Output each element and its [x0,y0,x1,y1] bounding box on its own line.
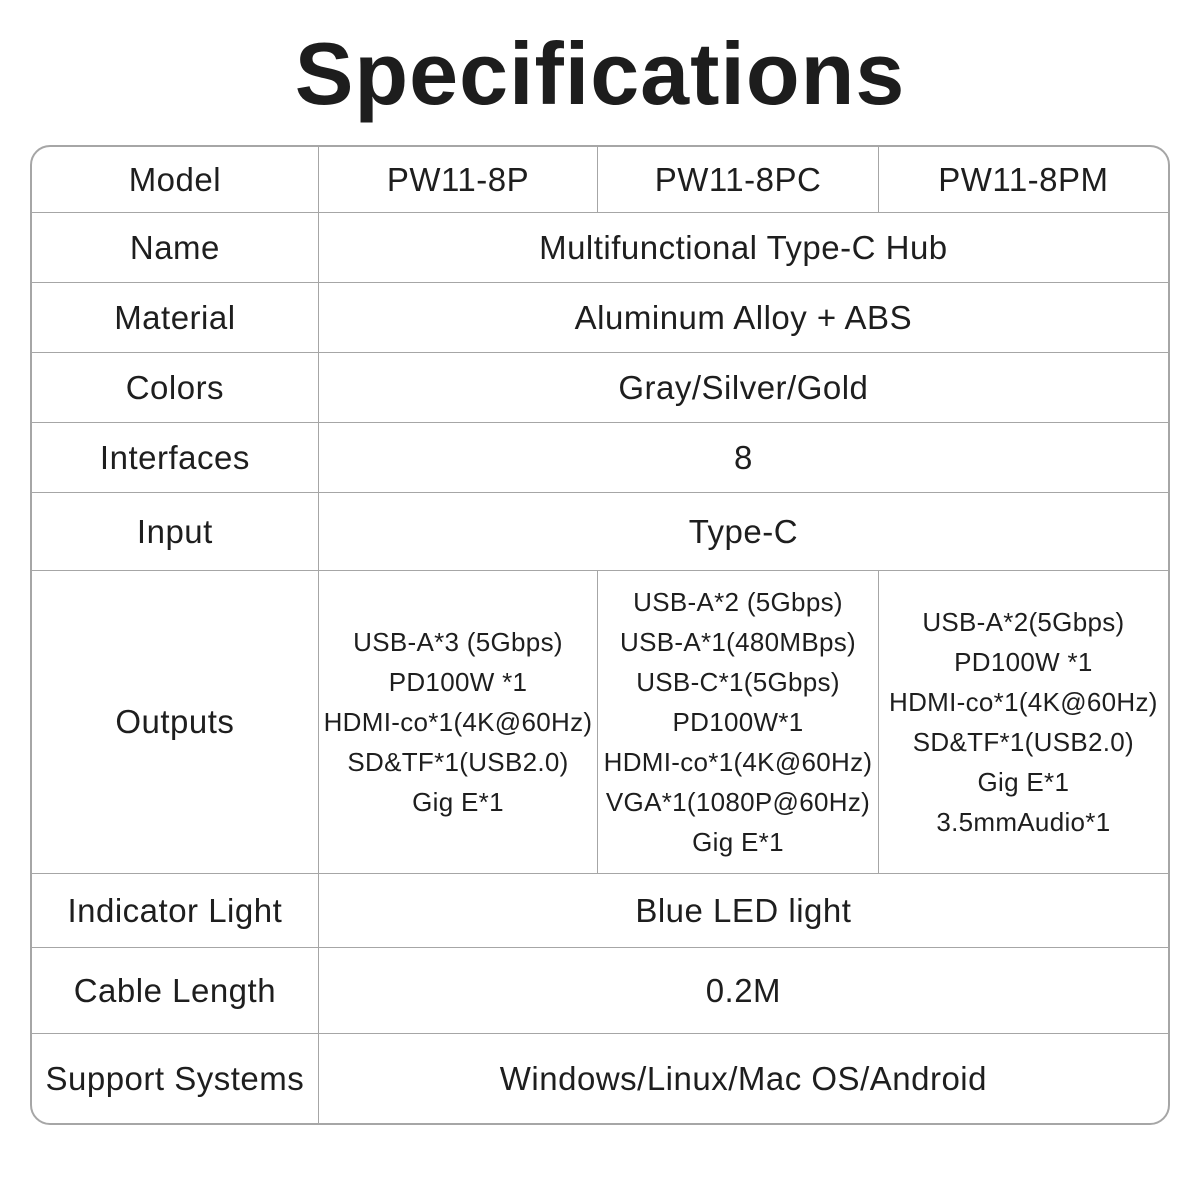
output-line: Gig E*1 [977,767,1070,798]
spec-table-frame: Model PW11-8P PW11-8PC PW11-8PM Name Mul… [30,144,1170,1125]
output-line: USB-A*2 (5Gbps) [633,587,843,618]
support-systems-value: Windows/Linux/Mac OS/Android [317,1033,1168,1123]
row-label-support-systems: Support Systems [32,1033,319,1123]
output-line: PD100W *1 [388,667,528,698]
cable-length-value: 0.2M [317,947,1168,1035]
table-row-model: Model PW11-8P PW11-8PC PW11-8PM [32,146,1168,214]
outputs-col-1: USB-A*3 (5Gbps) PD100W *1 HDMI-co*1(4K@6… [317,570,599,875]
input-value: Type-C [317,492,1168,572]
output-line: USB-A*1(480MBps) [620,627,856,658]
page-title: Specifications [294,24,906,123]
output-line: USB-A*2(5Gbps) [922,607,1125,638]
table-row-outputs: Outputs USB-A*3 (5Gbps) PD100W *1 HDMI-c… [32,570,1168,875]
spec-table: Model PW11-8P PW11-8PC PW11-8PM Name Mul… [32,146,1168,1123]
model-value-3: PW11-8PM [877,146,1168,214]
material-value: Aluminum Alloy + ABS [317,282,1168,354]
output-line: SD&TF*1(USB2.0) [912,727,1135,758]
row-label-model: Model [32,146,319,214]
output-line: USB-A*3 (5Gbps) [353,627,563,658]
table-row-interfaces: Interfaces 8 [32,422,1168,494]
table-row-indicator-light: Indicator Light Blue LED light [32,873,1168,949]
output-line: HDMI-co*1(4K@60Hz) [889,687,1158,718]
table-row-support-systems: Support Systems Windows/Linux/Mac OS/And… [32,1033,1168,1123]
row-label-input: Input [32,492,319,572]
row-label-colors: Colors [32,352,319,424]
colors-value: Gray/Silver/Gold [317,352,1168,424]
output-line: 3.5mmAudio*1 [936,807,1111,838]
output-line: Gig E*1 [692,827,784,858]
row-label-cable-length: Cable Length [32,947,319,1035]
row-label-name: Name [32,212,319,284]
output-line: PD100W*1 [672,707,804,738]
outputs-col-3: USB-A*2(5Gbps) PD100W *1 HDMI-co*1(4K@60… [877,570,1168,875]
table-row-colors: Colors Gray/Silver/Gold [32,352,1168,424]
model-value-1: PW11-8P [317,146,599,214]
row-label-interfaces: Interfaces [32,422,319,494]
output-line: HDMI-co*1(4K@60Hz) [323,707,593,738]
output-line: PD100W *1 [954,647,1093,678]
output-line: HDMI-co*1(4K@60Hz) [603,747,873,778]
indicator-light-value: Blue LED light [317,873,1168,949]
table-row-material: Material Aluminum Alloy + ABS [32,282,1168,354]
output-line: USB-C*1(5Gbps) [636,667,840,698]
model-value-2: PW11-8PC [597,146,879,214]
output-line: SD&TF*1(USB2.0) [347,747,569,778]
interfaces-value: 8 [317,422,1168,494]
table-row-name: Name Multifunctional Type-C Hub [32,212,1168,284]
outputs-col-2: USB-A*2 (5Gbps) USB-A*1(480MBps) USB-C*1… [597,570,879,875]
row-label-outputs: Outputs [32,570,319,875]
row-label-indicator-light: Indicator Light [32,873,319,949]
table-row-input: Input Type-C [32,492,1168,572]
row-label-material: Material [32,282,319,354]
output-line: Gig E*1 [412,787,504,818]
output-line: VGA*1(1080P@60Hz) [605,787,871,818]
table-row-cable-length: Cable Length 0.2M [32,947,1168,1035]
name-value: Multifunctional Type-C Hub [317,212,1168,284]
